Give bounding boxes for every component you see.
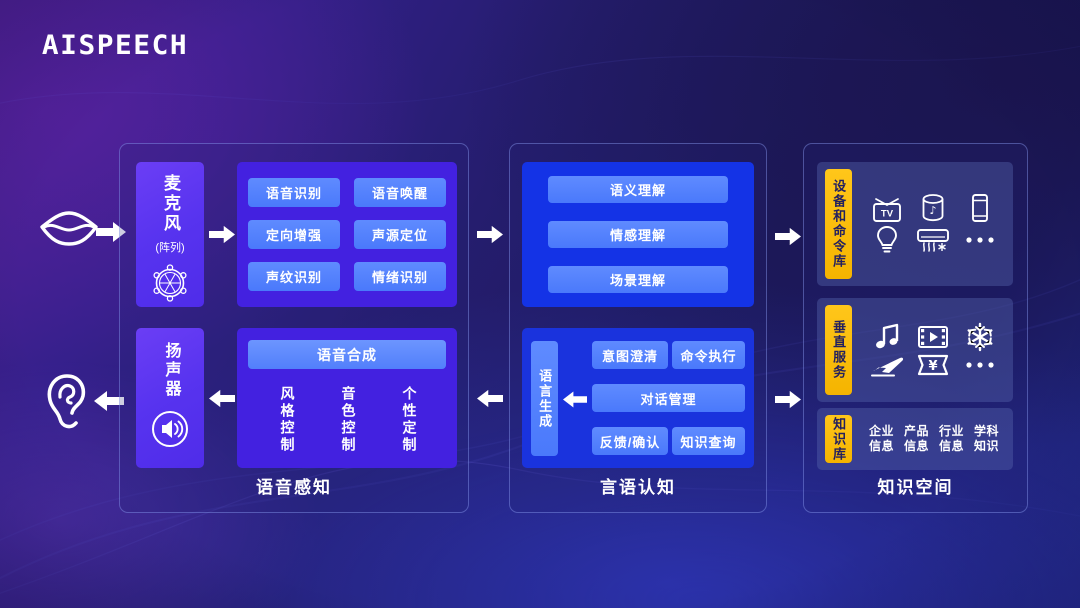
arrow-left-icon-tts-to-speaker — [209, 389, 235, 408]
ear-icon — [47, 374, 86, 429]
section-title-knowledge: 知识空间 — [877, 478, 954, 497]
arrow-right-icon-mic-to-asr — [209, 225, 235, 244]
ticket-yuan-icon-wrap: ¥ — [911, 352, 957, 378]
knowledge-card-tab-label-kb: 知识库 — [831, 416, 847, 462]
chip-nlg[interactable]: 语言生成 — [531, 341, 558, 456]
snowflake-icon-wrap — [957, 322, 1003, 352]
svg-text:♪: ♪ — [930, 204, 937, 217]
tv-icon: TV — [873, 198, 902, 222]
ellipsis-icon — [966, 362, 994, 368]
knowledge-card-tab-label-devices: 设备和命令库 — [831, 179, 847, 269]
ellipsis-icon-devices-wrap — [957, 224, 1003, 256]
knowledge-card-tab-devices: 设备和命令库 — [825, 169, 852, 279]
air-conditioner-icon-wrap — [911, 224, 957, 256]
chip-nlu-2[interactable]: 场景理解 — [548, 266, 728, 293]
chip-nlu-0[interactable]: 语义理解 — [548, 176, 728, 203]
arrow-right-icon-cognition-to-knowledge-bottom — [775, 390, 801, 409]
chip-tts-header[interactable]: 语音合成 — [248, 340, 446, 369]
section-title-cognition: 言语认知 — [600, 478, 676, 497]
chip-asr-3[interactable]: 声源定位 — [354, 220, 446, 249]
knowledge-card-tab-label-services: 垂直服务 — [831, 320, 847, 380]
svg-text:TV: TV — [881, 209, 894, 220]
tv-icon-wrap: TV — [864, 192, 910, 224]
kb-word-2: 行业 信息 — [938, 424, 964, 453]
lightbulb-icon — [877, 226, 898, 253]
chip-asr-2[interactable]: 定向增强 — [248, 220, 340, 249]
microphone-array-icon — [153, 264, 187, 302]
speaker-output-box[interactable]: 扬声器 — [136, 328, 204, 468]
arrow-left-icon-cognition-to-perception — [477, 389, 503, 408]
chip-asr-1[interactable]: 语音唤醒 — [354, 178, 446, 207]
phone-icon — [971, 194, 988, 222]
asr-module-group: 语音识别 语音唤醒 定向增强 声源定位 声纹识别 情绪识别 — [237, 162, 457, 307]
video-film-icon — [918, 326, 949, 348]
knowledge-card-words: 企业 信息 产品 信息 行业 信息 学科 知识 — [852, 408, 1013, 470]
speaker-icon — [152, 411, 188, 447]
knowledge-card-tab-services: 垂直服务 — [825, 305, 852, 395]
airplane-icon — [871, 357, 904, 377]
chip-nlu-1[interactable]: 情感理解 — [548, 221, 728, 248]
kb-word-3: 学科 知识 — [973, 424, 999, 453]
video-film-icon-wrap — [911, 322, 957, 352]
ellipsis-icon — [966, 237, 994, 243]
music-note-icon — [876, 323, 899, 349]
tts-item-1: 音色控制 — [340, 386, 357, 454]
knowledge-card-devices[interactable]: 设备和命令库 TV ♪ — [817, 162, 1013, 286]
kb-word-1: 产品 信息 — [903, 424, 929, 453]
knowledge-card-tab-kb: 知识库 — [825, 415, 852, 463]
chip-dialog-0[interactable]: 意图澄清 — [592, 341, 668, 369]
dialog-module-group: 语言生成 意图澄清 命令执行 对话管理 反馈/确认 知识查询 — [522, 328, 754, 468]
microphone-array-box[interactable]: 麦克风 (阵列) — [136, 162, 204, 307]
arrow-right-icon-input — [96, 222, 126, 242]
knowledge-card-services[interactable]: 垂直服务 — [817, 298, 1013, 402]
arrow-left-icon-dialog-to-nlg — [563, 391, 587, 408]
knowledge-card-icons-devices: TV ♪ — [852, 162, 1013, 286]
snowflake-icon — [967, 322, 993, 352]
chip-asr-5[interactable]: 情绪识别 — [354, 262, 446, 291]
microphone-label: 麦克风 — [161, 174, 181, 234]
air-conditioner-icon — [917, 229, 950, 252]
arrow-right-icon-perception-to-cognition — [477, 225, 503, 244]
microphone-sublabel: (阵列) — [155, 242, 185, 254]
airplane-icon-wrap — [864, 352, 910, 378]
svg-text:¥: ¥ — [929, 359, 938, 374]
ellipsis-icon-services-wrap — [957, 352, 1003, 378]
chip-asr-4[interactable]: 声纹识别 — [248, 262, 340, 291]
music-note-icon-wrap — [864, 322, 910, 352]
chip-dialog-1[interactable]: 命令执行 — [672, 341, 745, 369]
tts-item-0: 风格控制 — [279, 386, 296, 454]
speaker-label: 扬声器 — [162, 342, 180, 399]
smart-speaker-icon: ♪ — [923, 194, 944, 222]
chip-dialog-3[interactable]: 知识查询 — [672, 427, 745, 455]
arrow-right-icon-cognition-to-knowledge-top — [775, 227, 801, 246]
kb-word-0: 企业 信息 — [868, 424, 894, 453]
arrow-left-icon-output — [94, 391, 124, 411]
knowledge-card-icons-services: ¥ — [852, 298, 1013, 402]
smart-speaker-icon-wrap: ♪ — [911, 192, 957, 224]
tts-module-group: 语音合成 风格控制 音色控制 个性定制 — [237, 328, 457, 468]
aispeech-logo: AISPEECH — [41, 30, 189, 61]
tts-item-2: 个性定制 — [401, 386, 418, 454]
chip-asr-0[interactable]: 语音识别 — [248, 178, 340, 207]
knowledge-card-kb[interactable]: 知识库 企业 信息 产品 信息 行业 信息 学科 知识 — [817, 408, 1013, 470]
nlu-module-group: 语义理解 情感理解 场景理解 — [522, 162, 754, 307]
section-title-perception: 语音感知 — [256, 478, 332, 497]
lightbulb-icon-wrap — [864, 224, 910, 256]
chip-nlg-label: 语言生成 — [537, 368, 553, 429]
chip-dialog-manager[interactable]: 对话管理 — [592, 384, 745, 412]
mouth-icon — [40, 211, 98, 246]
phone-icon-wrap — [957, 192, 1003, 224]
chip-dialog-2[interactable]: 反馈/确认 — [592, 427, 668, 455]
ticket-yuan-icon: ¥ — [918, 354, 949, 376]
